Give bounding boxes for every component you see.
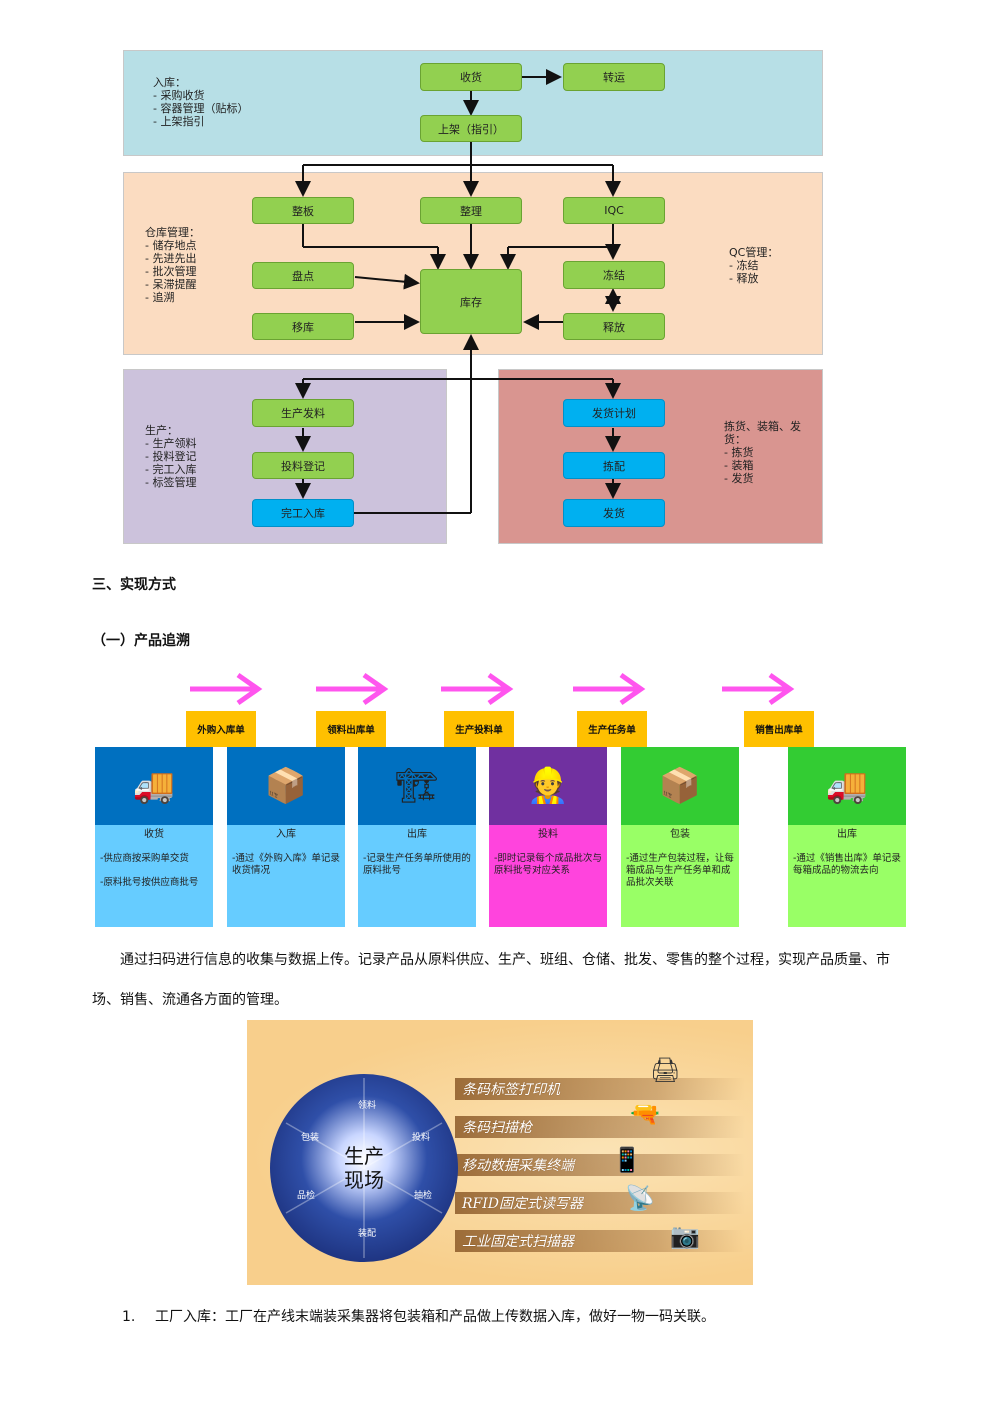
wheel-segment: 领料 <box>358 1101 377 1111</box>
body-paragraph: 通过扫码进行信息的收集与数据上传。记录产品从原料供应、生产、班组、仓储、批发、零… <box>92 952 890 1008</box>
qc-note: QC管理： - 冻结 - 释放 <box>729 246 779 285</box>
device-label: 条码标签打印机 <box>462 1082 560 1098</box>
feed-reg-box: 投料登记 <box>252 452 354 479</box>
process-card-pack: 📦 包装 -通过生产包装过程，让每 箱成品与生产任务单和成 品批次关联 <box>621 747 739 927</box>
process-card-feed: 👷 投料 -即时记录每个成品批次与 原料批号对应关系 <box>489 747 607 927</box>
iqc-box: IQC <box>563 197 665 224</box>
packing-icon: 📦 <box>621 747 739 825</box>
card-title: 出库 <box>837 829 857 840</box>
wheel-segment: 投料 <box>412 1133 431 1143</box>
card-desc: -通过《销售出库》单记录 每箱成品的物流去向 <box>793 853 901 876</box>
device-row <box>455 1078 745 1100</box>
device-row <box>455 1230 745 1252</box>
doc-tag-1: 外购入库单 <box>186 711 256 747</box>
production-wheel <box>270 1074 458 1262</box>
card-title: 收货 <box>144 829 164 840</box>
process-card-receive: 🚚 收货 -供应商按采购单交货 -原料批号按供应商批号 <box>95 747 213 927</box>
flow-connectors <box>295 69 621 514</box>
pick-box: 拣配 <box>563 452 665 479</box>
wheel-segment: 抽检 <box>414 1191 433 1201</box>
label-printer-icon: 🖨 <box>650 1056 681 1084</box>
boxes-icon: 📦 <box>227 747 345 825</box>
truck-icon: 🚚 <box>788 747 906 825</box>
pallet-box: 整板 <box>252 197 354 224</box>
rfid-reader-icon: 📡 <box>625 1184 655 1212</box>
device-row <box>455 1192 745 1214</box>
receive-box: 收货 <box>420 63 522 91</box>
device-label: 工业固定式扫描器 <box>462 1234 574 1250</box>
doc-tag-3: 生产投料单 <box>444 711 514 747</box>
device-label: 条码扫描枪 <box>462 1120 532 1136</box>
device-row <box>455 1154 745 1176</box>
freeze-box: 冻结 <box>563 261 665 289</box>
process-arrows <box>190 672 795 706</box>
industrial-scanner-icon: 📷 <box>670 1222 700 1250</box>
release-box: 释放 <box>563 313 665 340</box>
card-desc: -即时记录每个成品批次与 原料批号对应关系 <box>494 853 602 876</box>
prod-issue-box: 生产发料 <box>252 399 354 427</box>
finish-in-box: 完工入库 <box>252 499 354 527</box>
doc-tag-5: 销售出库单 <box>744 711 814 747</box>
section-heading-3-1: （一）产品追溯 <box>92 633 190 649</box>
card-desc: -通过生产包装过程，让每 箱成品与生产任务单和成 品批次关联 <box>626 853 734 888</box>
doc-tag-2: 领料出库单 <box>316 711 386 747</box>
list-item-text: 工厂入库：工厂在产线末端装采集器将包装箱和产品做上传数据入库，做好一物一码关联。 <box>155 1309 715 1325</box>
list-number: 1. <box>122 1309 136 1325</box>
card-title: 包装 <box>670 829 690 840</box>
ship-box: 发货 <box>563 499 665 527</box>
process-card-instock: 📦 入库 -通过《外购入库》单记录 收货情况 <box>227 747 345 927</box>
device-row <box>455 1116 745 1138</box>
card-desc: -供应商按采购单交货 -原料批号按供应商批号 <box>100 853 199 888</box>
device-label: 移动数据采集终端 <box>462 1158 574 1174</box>
card-title: 入库 <box>276 829 296 840</box>
shipping-note: 拣货、装箱、发 货： - 拣货 - 装箱 - 发货 <box>724 420 801 485</box>
process-card-outstock: 🏗 出库 -记录生产任务单所使用的 原料批号 <box>358 747 476 927</box>
stock-box: 库存 <box>420 269 522 334</box>
sort-box: 整理 <box>420 197 522 224</box>
count-box: 盘点 <box>252 262 354 289</box>
truck-icon: 🚚 <box>95 747 213 825</box>
mobile-terminal-icon: 📱 <box>612 1146 642 1174</box>
move-box: 移库 <box>252 313 354 340</box>
wheel-segment: 品检 <box>297 1191 316 1201</box>
putaway-box: 上架（指引） <box>420 115 522 142</box>
section-heading-3: 三、实现方式 <box>92 577 176 593</box>
process-card-ship: 🚚 出库 -通过《销售出库》单记录 每箱成品的物流去向 <box>788 747 906 927</box>
card-desc: -记录生产任务单所使用的 原料批号 <box>363 853 471 876</box>
forklift-icon: 🏗 <box>358 747 476 825</box>
device-label: RFID固定式读写器 <box>462 1196 584 1212</box>
wheel-center-label: 生产 现场 <box>344 1144 384 1192</box>
barcode-scanner-icon: 🔫 <box>630 1100 660 1128</box>
card-desc: -通过《外购入库》单记录 收货情况 <box>232 853 340 876</box>
ship-plan-box: 发货计划 <box>563 399 665 427</box>
inbound-note: 入库： - 采购收货 - 容器管理（贴标） - 上架指引 <box>153 76 249 128</box>
card-title: 投料 <box>538 829 558 840</box>
wheel-dividers <box>285 1078 443 1258</box>
wheel-segment: 装配 <box>358 1229 377 1239</box>
doc-tag-4: 生产任务单 <box>577 711 647 747</box>
wheel-segment: 包装 <box>301 1133 320 1143</box>
transfer-box: 转运 <box>563 63 665 91</box>
warehouse-note: 仓库管理： - 储存地点 - 先进先出 - 批次管理 - 呆滞提醒 - 追溯 <box>145 226 200 304</box>
worker-icon: 👷 <box>489 747 607 825</box>
card-title: 出库 <box>407 829 427 840</box>
production-note: 生产： - 生产领料 - 投料登记 - 完工入库 - 标签管理 <box>145 424 197 489</box>
